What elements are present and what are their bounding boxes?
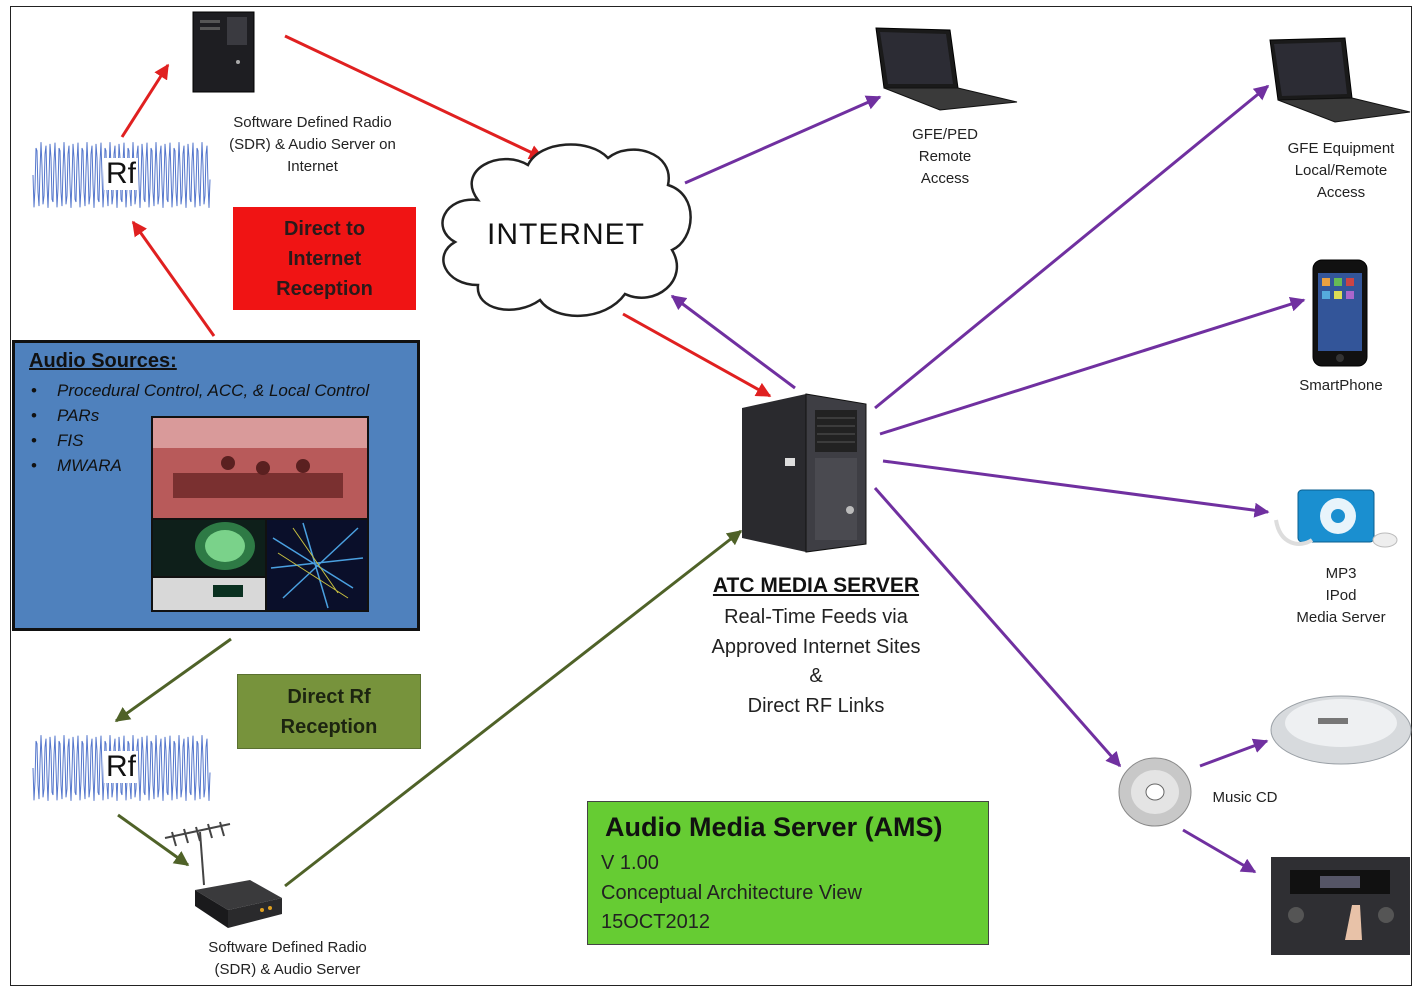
list-item: PARs xyxy=(29,403,369,428)
audio-sources-box: Audio Sources: Procedural Control, ACC, … xyxy=(12,340,420,631)
music-cd-icon xyxy=(1118,757,1192,827)
ams-title: Audio Media Server (AMS) xyxy=(605,812,943,842)
arrow-server-to-cd xyxy=(873,487,1122,768)
internet-cloud-icon xyxy=(441,143,692,318)
arrow-server-to-smartphone xyxy=(879,296,1306,436)
list-item: FIS xyxy=(29,428,369,453)
gfe-equipment-label: GFE Equipment Local/Remote Access xyxy=(1287,140,1395,201)
rf-label-bottom: Rf xyxy=(104,750,138,783)
atc-collage-image xyxy=(151,416,369,612)
mp3-player-icon xyxy=(1274,489,1398,548)
sdr-server-top-icon xyxy=(192,11,255,93)
internet-label: INTERNET xyxy=(487,218,645,251)
ams-info-box: Audio Media Server (AMS) V 1.00 Conceptu… xyxy=(587,801,989,945)
audio-sources-list: Procedural Control, ACC, & Local Control… xyxy=(29,378,369,478)
arrow-server-to-gfe-equipment xyxy=(874,84,1270,410)
arrow-rf-to-sdr-top xyxy=(120,63,170,138)
antenna-icon xyxy=(164,821,231,886)
sdr-bottom-label: Software Defined Radio (SDR) & Audio Ser… xyxy=(208,939,367,978)
arrow-internet-to-gfe-ped xyxy=(684,95,882,185)
list-item: Procedural Control, ACC, & Local Control xyxy=(29,378,369,403)
arrow-sdr-to-server xyxy=(284,529,743,888)
arrow-cd-to-player xyxy=(1199,738,1269,768)
mp3-label: MP3 IPod Media Server xyxy=(1296,565,1386,626)
arrow-sdr-to-internet xyxy=(284,34,545,160)
arrow-server-to-internet xyxy=(670,294,796,390)
rf-wave-bottom xyxy=(32,735,211,801)
smartphone-label: SmartPhone xyxy=(1299,377,1383,394)
list-item: MWARA xyxy=(29,453,369,478)
car-radio-icon xyxy=(1271,857,1410,955)
rf-label-top: Rf xyxy=(104,157,138,190)
arrow-cd-to-car-radio xyxy=(1182,828,1257,874)
atc-server-icon xyxy=(742,393,867,553)
music-cd-label: Music CD xyxy=(1212,789,1278,806)
arrow-rf-to-antenna xyxy=(117,813,190,867)
ams-subtitle: Conceptual Architecture View xyxy=(601,882,862,904)
ams-version: V 1.00 xyxy=(601,852,659,874)
sdr-top-label: Software Defined Radio (SDR) & Audio Ser… xyxy=(229,114,396,175)
cd-player-icon xyxy=(1270,695,1412,765)
smartphone-icon xyxy=(1312,259,1368,367)
arrow-audio-to-rf-top xyxy=(131,220,216,337)
direct-internet-reception-box: Direct to Internet Reception xyxy=(233,207,416,310)
laptop-gfe-ped-icon xyxy=(875,27,1018,111)
sdr-box-bottom-icon xyxy=(195,880,282,928)
atc-media-server-description: Real-Time Feeds via Approved Internet Si… xyxy=(711,606,921,717)
rf-wave-top xyxy=(32,142,211,208)
ams-date: 15OCT2012 xyxy=(601,911,710,933)
laptop-gfe-equipment-icon xyxy=(1269,37,1411,123)
atc-media-server-title: ATC MEDIA SERVER xyxy=(712,574,920,597)
diagram-frame xyxy=(10,6,1412,986)
gfe-ped-label: GFE/PED Remote Access xyxy=(912,126,978,187)
audio-sources-title: Audio Sources: xyxy=(29,350,177,372)
arrow-internet-to-server xyxy=(622,312,772,398)
arrow-server-to-mp3 xyxy=(882,459,1270,518)
arrow-audio-to-rf-bottom xyxy=(114,637,232,723)
direct-rf-reception-box: Direct Rf Reception xyxy=(237,674,421,749)
atc-collage-graphic xyxy=(153,418,367,610)
